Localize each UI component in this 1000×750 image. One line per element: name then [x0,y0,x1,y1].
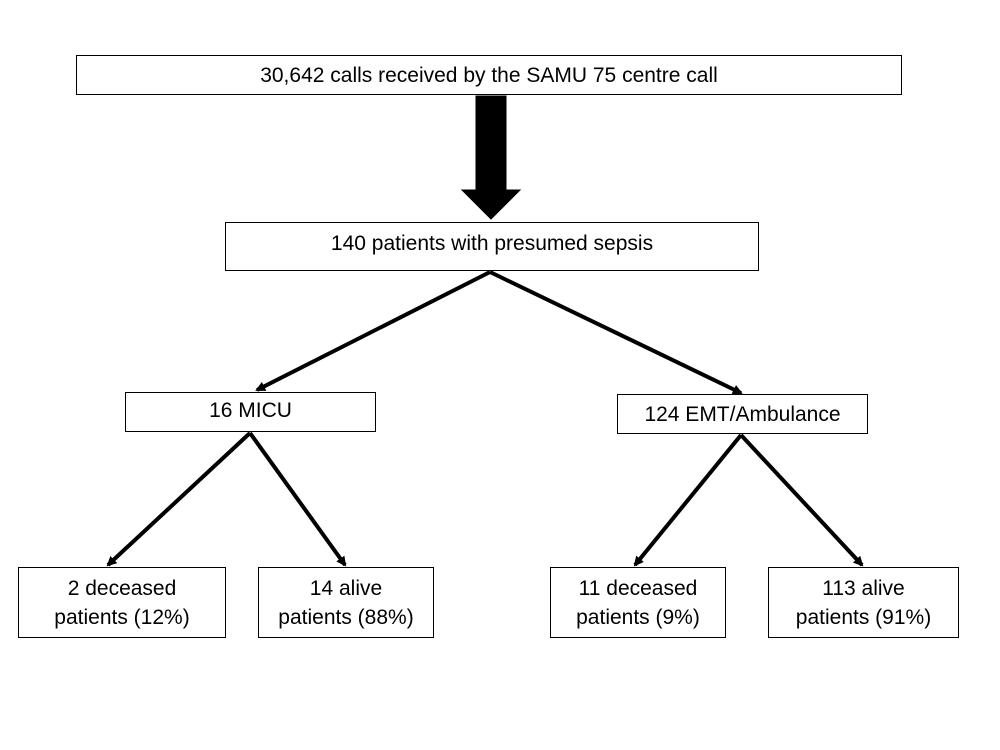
node-emt-alive: 113 alive patients (91%) [768,567,959,638]
node-micu: 16 MICU [125,392,376,432]
node-micu-alive: 14 alive patients (88%) [258,567,434,638]
node-emt-ambulance-label: 124 EMT/Ambulance [644,402,841,426]
connector-emt-alive [739,433,864,567]
block-arrow [460,95,522,220]
node-micu-alive-label: 14 alive patients (88%) [278,576,414,629]
connector-sepsis-emt [489,270,743,395]
node-calls-received: 30,642 calls received by the SAMU 75 cen… [76,55,902,95]
node-emt-ambulance: 124 EMT/Ambulance [617,394,868,434]
node-micu-label: 16 MICU [209,399,292,422]
node-presumed-sepsis-label: 140 patients with presumed sepsis [330,232,654,255]
node-emt-alive-label: 113 alive patients (91%) [795,576,932,629]
node-presumed-sepsis: 140 patients with presumed sepsis [225,222,759,271]
connector-sepsis-micu [255,270,491,392]
node-micu-deceased-label: 2 deceased patients (12%) [54,576,190,629]
connector-micu-alive [248,431,347,567]
node-micu-deceased: 2 deceased patients (12%) [18,567,226,638]
connector-emt-deceased [633,433,743,567]
connector-micu-deceased [106,431,252,567]
node-emt-deceased: 11 deceased patients (9%) [550,567,726,638]
node-emt-deceased-label: 11 deceased patients (9%) [576,576,700,629]
node-calls-received-label: 30,642 calls received by the SAMU 75 cen… [260,64,718,87]
